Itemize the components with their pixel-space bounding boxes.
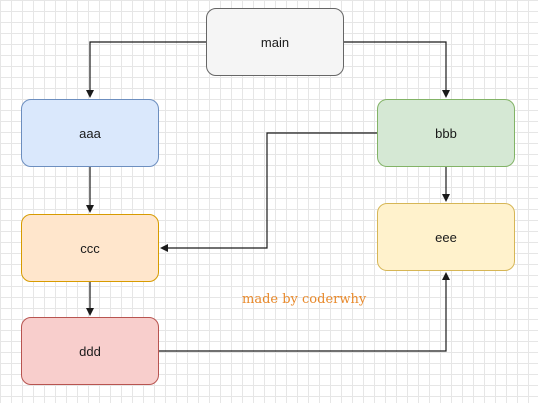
arrowhead-main-to-bbb — [442, 90, 450, 98]
node-main[interactable]: main — [206, 8, 344, 76]
arrowhead-ddd-to-eee — [442, 272, 450, 280]
arrowhead-aaa-to-ccc — [86, 205, 94, 213]
node-main-label: main — [260, 34, 290, 50]
node-eee-label: eee — [435, 229, 457, 245]
node-eee[interactable]: eee — [377, 203, 515, 271]
arrowhead-ccc-to-ddd — [86, 308, 94, 316]
edge-bbb-to-ccc — [162, 132, 377, 249]
node-ccc[interactable]: ccc — [21, 214, 159, 282]
watermark-text: made by coderwhy — [242, 292, 367, 307]
node-ddd[interactable]: ddd — [21, 317, 159, 385]
node-bbb-label: bbb — [435, 125, 457, 141]
node-bbb[interactable]: bbb — [377, 99, 515, 167]
edge-main-to-bbb — [344, 41, 447, 96]
node-ccc-label: ccc — [80, 240, 100, 256]
arrowhead-main-to-aaa — [86, 90, 94, 98]
node-ddd-label: ddd — [79, 343, 101, 359]
node-aaa[interactable]: aaa — [21, 99, 159, 167]
node-aaa-label: aaa — [79, 125, 101, 141]
arrowhead-bbb-to-ccc — [160, 244, 168, 252]
edge-main-to-aaa — [89, 41, 206, 96]
edge-ddd-to-eee — [159, 274, 447, 352]
arrowhead-bbb-to-eee — [442, 194, 450, 202]
